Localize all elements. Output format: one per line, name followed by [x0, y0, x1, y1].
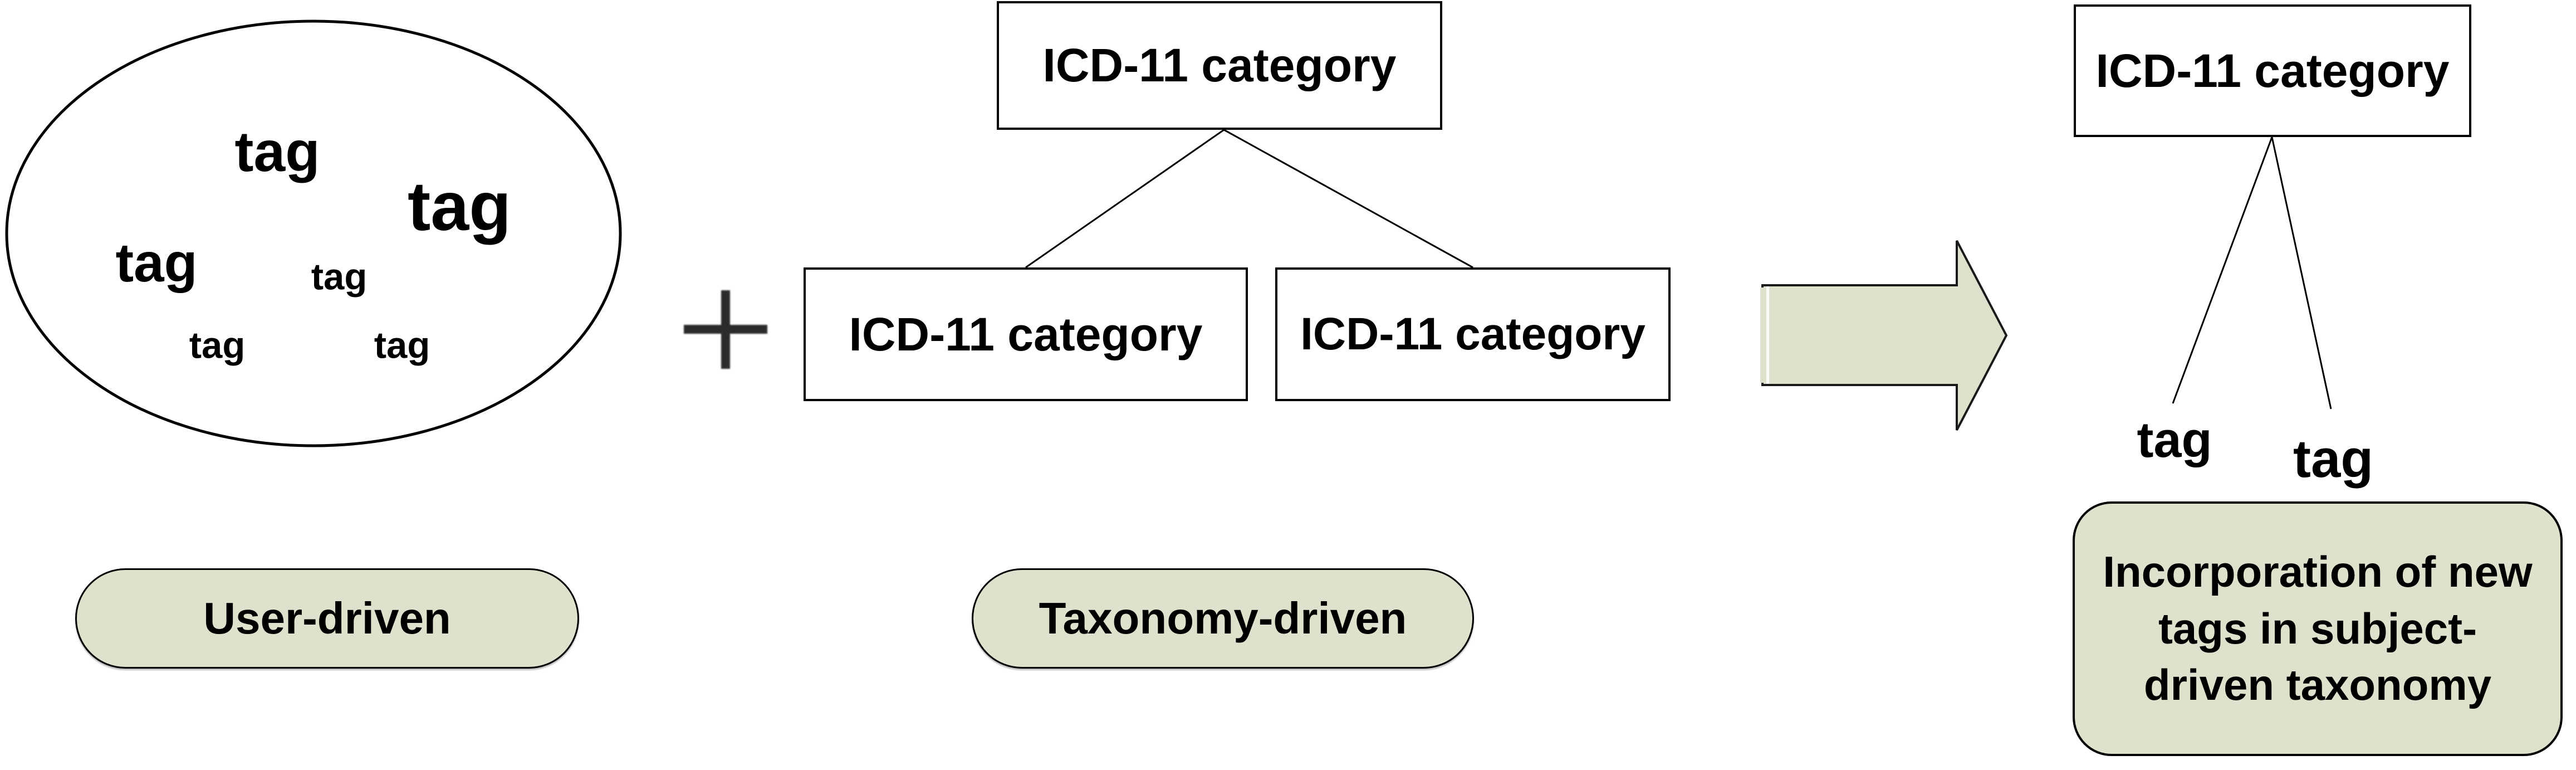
arrow-left-edge-fill [1760, 287, 1766, 383]
result-caption-box: Incorporation of new tags in subject- dr… [2073, 501, 2563, 756]
result-caption-line: Incorporation of new [2103, 547, 2533, 597]
plus-horizontal-bar [684, 325, 767, 334]
category-box-label: ICD-11 category [1300, 309, 1645, 359]
category-box-label: ICD-11 category [849, 308, 1203, 360]
caption-label: Taxonomy-driven [1039, 593, 1407, 643]
result-leaf-tag: tag [2137, 412, 2212, 468]
block-arrow-shape [1761, 240, 2008, 431]
tree-connector-line [2172, 137, 2273, 404]
taxonomy-driven-caption-pill: Taxonomy-driven [972, 568, 1474, 669]
middle-root-category-box: ICD-11 category [997, 1, 1442, 130]
arrow-left-highlight [1766, 286, 1769, 384]
tag-cloud-ellipse [5, 20, 622, 447]
category-box-label: ICD-11 category [2095, 44, 2450, 97]
result-leaf-tag: tag [2293, 429, 2373, 489]
tree-connector-line [1025, 129, 1225, 269]
cloud-tag: tag [234, 120, 320, 183]
tree-connector-line [2271, 137, 2332, 410]
user-driven-caption-pill: User-driven [75, 568, 579, 669]
transform-arrow [1760, 240, 2008, 431]
cloud-tag: tag [189, 324, 246, 367]
result-caption-line: driven taxonomy [2143, 660, 2492, 710]
category-box-label: ICD-11 category [1042, 39, 1397, 91]
cloud-tag: tag [311, 256, 368, 298]
middle-right-child-category-box: ICD-11 category [1275, 267, 1671, 401]
caption-label: User-driven [203, 593, 451, 643]
cloud-tag: tag [374, 324, 430, 367]
result-root-category-box: ICD-11 category [2074, 4, 2471, 137]
middle-left-child-category-box: ICD-11 category [804, 267, 1248, 401]
cloud-tag: tag [408, 168, 511, 245]
result-caption-line: tags in subject- [2158, 603, 2477, 653]
tree-connector-line [1223, 129, 1473, 269]
cloud-tag: tag [115, 232, 198, 293]
